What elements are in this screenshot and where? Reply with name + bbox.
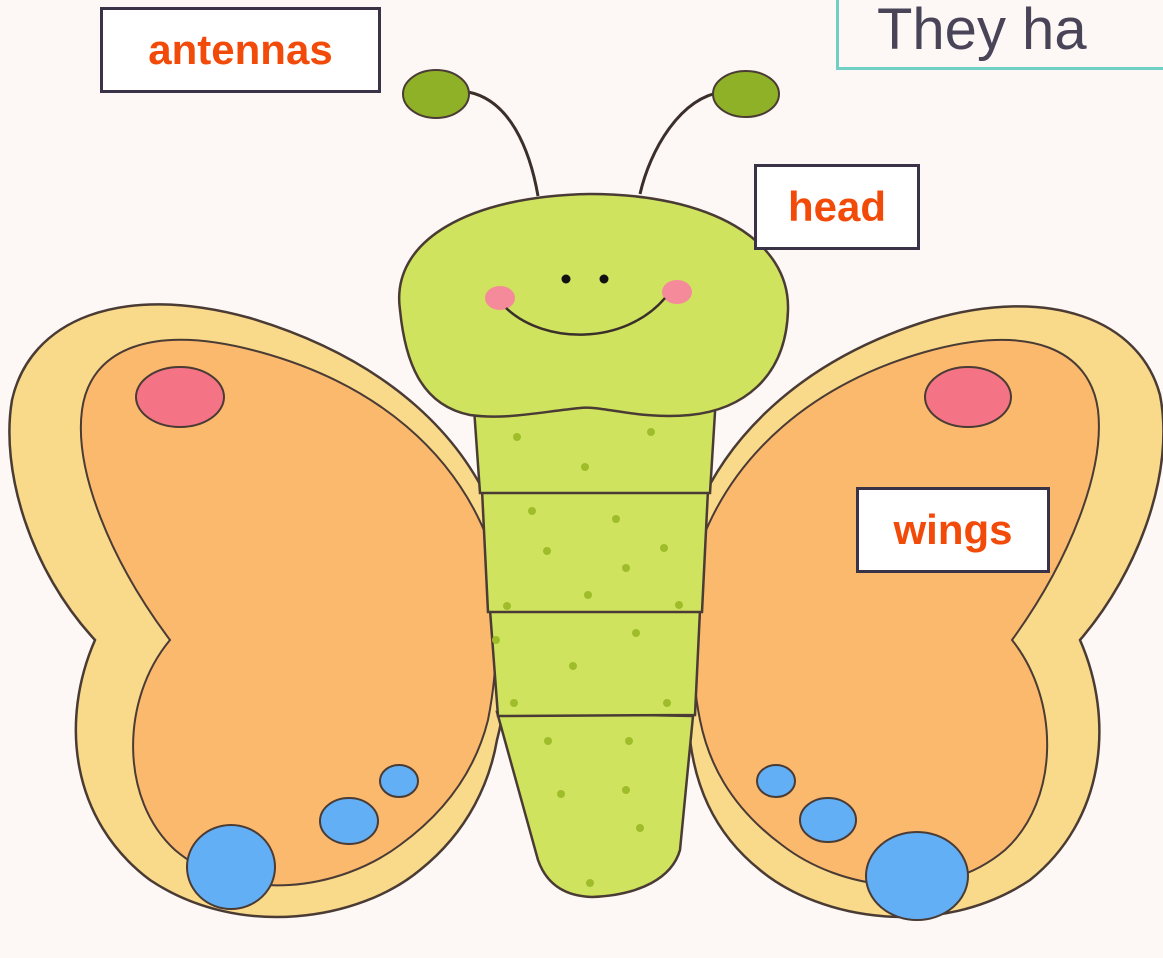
head	[399, 194, 788, 417]
page-title: They ha	[877, 1, 1087, 59]
right-blue-spot-large	[866, 832, 968, 920]
antennae	[403, 70, 779, 196]
head-shape	[399, 194, 788, 417]
left-blue-spot-large	[187, 825, 275, 909]
right-eye	[600, 275, 609, 284]
body-segment-2	[482, 490, 708, 612]
right-blue-spot-medium	[800, 798, 856, 842]
right-antenna-tip	[713, 71, 779, 117]
left-blue-spot-small	[380, 765, 418, 797]
right-cheek	[662, 280, 692, 304]
right-antenna-stem	[640, 92, 722, 194]
left-cheek	[485, 286, 515, 310]
right-pink-spot	[925, 367, 1011, 427]
body	[472, 380, 717, 897]
left-antenna-tip	[403, 70, 469, 118]
left-pink-spot	[136, 367, 224, 427]
body-segment-tail	[497, 712, 693, 897]
label-wings: wings	[856, 487, 1050, 573]
title-box: They ha	[836, 0, 1163, 70]
label-antennas: antennas	[100, 7, 381, 93]
left-eye	[562, 275, 571, 284]
left-blue-spot-medium	[320, 798, 378, 844]
right-wing	[682, 306, 1163, 920]
right-blue-spot-small	[757, 765, 795, 797]
left-antenna-stem	[468, 92, 538, 196]
label-head: head	[754, 164, 920, 250]
